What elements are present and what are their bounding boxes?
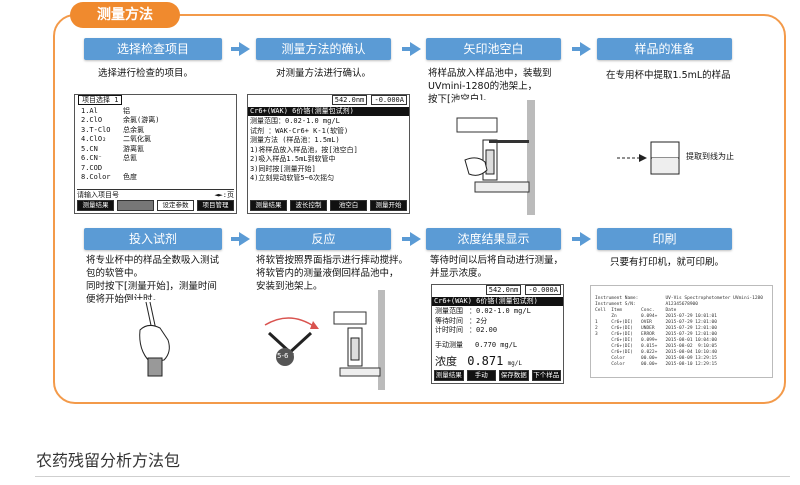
softkey-blank[interactable]: [117, 200, 154, 211]
arrow-icon: [572, 232, 591, 246]
step-7-title: 浓度结果显示: [426, 228, 561, 250]
shake-count-label: 5-6: [277, 352, 289, 360]
lcd-header: 项目选择 1: [78, 95, 123, 105]
instrument-illustration-2: [330, 290, 410, 390]
softkey-item-manage[interactable]: 项目管理: [197, 200, 234, 211]
step-2-desc: 对测量方法进行确认。: [276, 68, 372, 79]
lcd-result: 542.0nm -0.000A Cr6+(WAK) 6价铬(测量包试剂) 测量范…: [431, 284, 564, 384]
softkey-settings[interactable]: 设定参数: [157, 200, 194, 211]
step-6-desc: 将软管按照界面指示进行摔动搅拌。将软管内的测量液倒回样品池中，安装到池架上。: [256, 255, 409, 292]
arrow-icon: [231, 42, 250, 56]
step-5-desc: 将专业杯中的样品全数吸入测试包的软管中。同时按下[测量开始]，测量时间便将开始倒…: [86, 255, 220, 305]
step-5-title: 投入试剂: [84, 228, 222, 250]
conc-value: 0.871: [467, 354, 504, 368]
softkey-results[interactable]: 测量结果: [434, 370, 464, 381]
step-6-title: 反应: [256, 228, 391, 250]
lcd-method-confirm: 542.0nm -0.000A Cr6+(WAK) 6价铬(测量包试剂) 测量范…: [247, 94, 410, 214]
step-1-title: 选择检查项目: [84, 38, 222, 60]
softkey-wavelength[interactable]: 波长控制: [290, 200, 327, 211]
step-4-desc: 在专用杯中提取1.5mL的样品: [606, 70, 731, 81]
softkey-cell-blank[interactable]: 池空白: [330, 200, 367, 211]
printout: Instrument Name: UV-Vis Spectrophotomete…: [590, 285, 773, 378]
softkey-manual[interactable]: 手动: [466, 370, 496, 381]
step-1-desc: 选择进行检查的项目。: [98, 68, 194, 79]
instrument-illustration: [455, 100, 565, 215]
hand-tube-illustration: [128, 300, 188, 380]
arrow-icon: [402, 232, 421, 246]
arrow-icon: [231, 232, 250, 246]
step-7-desc: 等待时间以后将自动进行测量，并显示浓度。: [430, 255, 564, 279]
softkey-save[interactable]: 保存数据: [499, 370, 529, 381]
sample-cup-illustration: [615, 138, 685, 178]
arrow-icon: [402, 42, 421, 56]
step-8-desc: 只要有打印机，就可印刷。: [610, 257, 725, 268]
sample-line-note: 提取到线为止: [686, 152, 734, 161]
section-heading: 农药残留分析方法包: [36, 451, 181, 470]
step-8-title: 印刷: [597, 228, 732, 250]
softkey-start[interactable]: 测量开始: [370, 200, 407, 211]
step-4-title: 样品的准备: [597, 38, 732, 60]
step-3-title: 矢印池空白: [426, 38, 561, 60]
arrow-icon: [572, 42, 591, 56]
shake-tube-illustration: 5-6: [255, 305, 325, 375]
conc-label: 浓度: [435, 355, 457, 368]
divider: [35, 476, 790, 477]
method-frame: [53, 14, 786, 404]
step-2-title: 测量方法的确认: [256, 38, 391, 60]
section-tag: 测量方法: [70, 2, 180, 28]
softkey-results[interactable]: 测量结果: [250, 200, 287, 211]
softkey-next-sample[interactable]: 下个样品: [531, 370, 561, 381]
softkey-results[interactable]: 测量结果: [77, 200, 114, 211]
